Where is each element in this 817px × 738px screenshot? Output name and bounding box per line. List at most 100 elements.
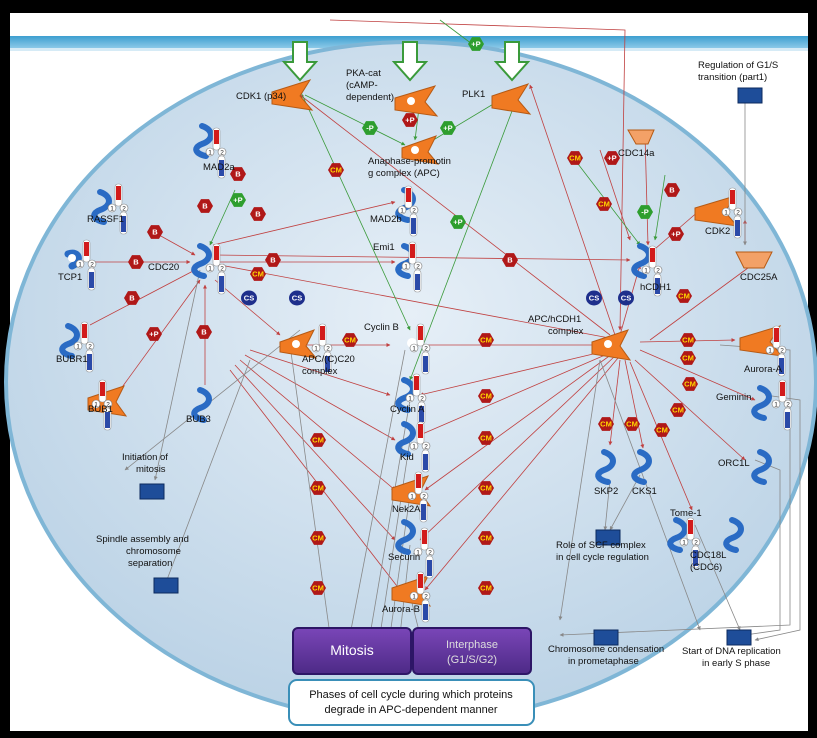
rassf1-protein-icon[interactable] xyxy=(91,189,112,225)
tome1-protein-icon[interactable] xyxy=(667,517,688,553)
bar-digit-two: 2 xyxy=(424,594,428,601)
kid-protein-icon[interactable] xyxy=(395,421,416,457)
cdk2-enzyme-icon[interactable] xyxy=(694,195,739,227)
pka-enzyme-icon[interactable] xyxy=(394,85,439,117)
pka-label-3: dependent) xyxy=(346,92,394,103)
badge-text: CM xyxy=(672,406,684,415)
cdk1-enzyme-icon[interactable] xyxy=(271,79,314,111)
bar-digit-one: 1 xyxy=(410,494,414,501)
bub3-protein-icon[interactable] xyxy=(191,387,212,423)
scf-label-2: in cell cycle regulation xyxy=(556,552,649,563)
cdc25a-enzyme-icon[interactable] xyxy=(735,251,773,269)
membrane-arrows xyxy=(281,41,531,82)
cdc14a-enzyme-icon[interactable] xyxy=(627,129,655,145)
badge-text: CM xyxy=(480,534,492,543)
securin-protein-icon[interactable] xyxy=(395,519,416,555)
bar-digit-two: 2 xyxy=(220,266,224,273)
mad2a-protein-icon[interactable] xyxy=(193,123,214,159)
badge-text: CM xyxy=(330,166,342,175)
badge-p: +P xyxy=(468,37,484,51)
apc-label-2: g complex (APC) xyxy=(368,168,440,179)
scf-process-icon[interactable] xyxy=(595,529,621,546)
spindle-label-1: Spindle assembly and xyxy=(96,534,189,545)
cdc14a-label: CDC14a xyxy=(618,148,655,159)
bar-digit-two: 2 xyxy=(736,210,740,217)
badge-text: CM xyxy=(312,584,324,593)
bubr1-protein-icon[interactable] xyxy=(59,323,80,359)
bub3-label: BUB3 xyxy=(186,414,211,425)
hcdh1-protein-icon[interactable] xyxy=(631,243,652,279)
arrow-plk1-icon xyxy=(493,41,531,82)
badge-p: +P xyxy=(450,215,466,229)
badge-text: B xyxy=(129,294,135,303)
apc-enzyme-icon[interactable] xyxy=(401,135,440,165)
skp2-label: SKP2 xyxy=(594,486,618,497)
badge-p: +P xyxy=(604,151,620,165)
bubr1-label: BUBR1 xyxy=(56,354,88,365)
plk1-enzyme-icon[interactable] xyxy=(491,83,532,115)
badge-text: CS xyxy=(621,294,631,303)
g1s-process-icon[interactable] xyxy=(737,87,763,104)
apc-cdc20-label-2: complex xyxy=(302,366,338,377)
apc-hcdh1-label-1: APC/hCDH1 xyxy=(528,314,581,325)
bar-digit-two: 2 xyxy=(122,206,126,213)
spindle-label-3: separation xyxy=(128,558,172,569)
bar-digit-one: 1 xyxy=(208,266,212,273)
badge-text: CM xyxy=(678,292,690,301)
orc1l-protein-icon[interactable] xyxy=(751,449,772,485)
badge-text: CM xyxy=(480,392,492,401)
badge-text: B xyxy=(270,256,276,265)
spindle-process-icon[interactable] xyxy=(153,577,179,594)
cyclin-a-label: Cyclin A xyxy=(390,404,425,415)
badge-text: CM xyxy=(480,434,492,443)
cks1-label: CKS1 xyxy=(632,486,657,497)
apc-label-1: Anaphase-promotin xyxy=(368,156,451,167)
chrom-cond-label-1: Chromosome condensation xyxy=(548,644,664,655)
badge-text: +P xyxy=(607,154,616,163)
apc-cdc20-label-1: APC/(C)C20 xyxy=(302,354,355,365)
cdc18l-protein-icon[interactable] xyxy=(723,517,744,553)
cdc20-protein-icon[interactable] xyxy=(191,243,212,279)
badge-cm: CM xyxy=(310,433,326,447)
mad2a-label: MAD2a xyxy=(203,162,235,173)
badge-b: B xyxy=(124,291,140,305)
badge-cm: CM xyxy=(596,197,612,211)
rassf1-label: RASSF1 xyxy=(87,214,124,225)
interphase-box[interactable] xyxy=(412,627,532,675)
tcp1-protein-icon[interactable] xyxy=(64,249,82,270)
badge-text: CM xyxy=(656,426,668,435)
bar-digit-one: 1 xyxy=(412,346,416,353)
init-mitosis-process-icon[interactable] xyxy=(139,483,165,500)
skp2-protein-icon[interactable] xyxy=(595,449,616,485)
cyclin-b-label: Cyclin B xyxy=(364,322,399,333)
mitosis-box[interactable] xyxy=(292,627,412,675)
bar-digit-two: 2 xyxy=(88,344,92,351)
geminin-protein-icon[interactable] xyxy=(751,385,772,421)
badge-cm: CM xyxy=(478,481,494,495)
badge-text: CM xyxy=(600,420,612,429)
bar-digit-two: 2 xyxy=(106,402,110,409)
badge-text: B xyxy=(235,170,241,179)
tome1-label: Tome-1 xyxy=(670,508,702,519)
bar-digit-two: 2 xyxy=(694,540,698,547)
bar-digit-two: 2 xyxy=(90,262,94,269)
badge-cm: CM xyxy=(342,333,358,347)
dna-rep-process-icon[interactable] xyxy=(726,629,752,646)
cks1-protein-icon[interactable] xyxy=(631,449,652,485)
badge-text: CS xyxy=(589,294,599,303)
cdc20-label: CDC20 xyxy=(148,262,179,273)
chrom-cond-process-icon[interactable] xyxy=(593,629,619,646)
badge-text: CM xyxy=(480,584,492,593)
badge-b: B xyxy=(147,225,163,239)
badge-b: B xyxy=(664,183,680,197)
bar-digit-two: 2 xyxy=(424,444,428,451)
badge-cm: CM xyxy=(328,163,344,177)
bar-digit-one: 1 xyxy=(78,262,82,269)
cyclin-a-protein-icon[interactable] xyxy=(395,377,416,413)
kid-label: Kid xyxy=(400,452,414,463)
